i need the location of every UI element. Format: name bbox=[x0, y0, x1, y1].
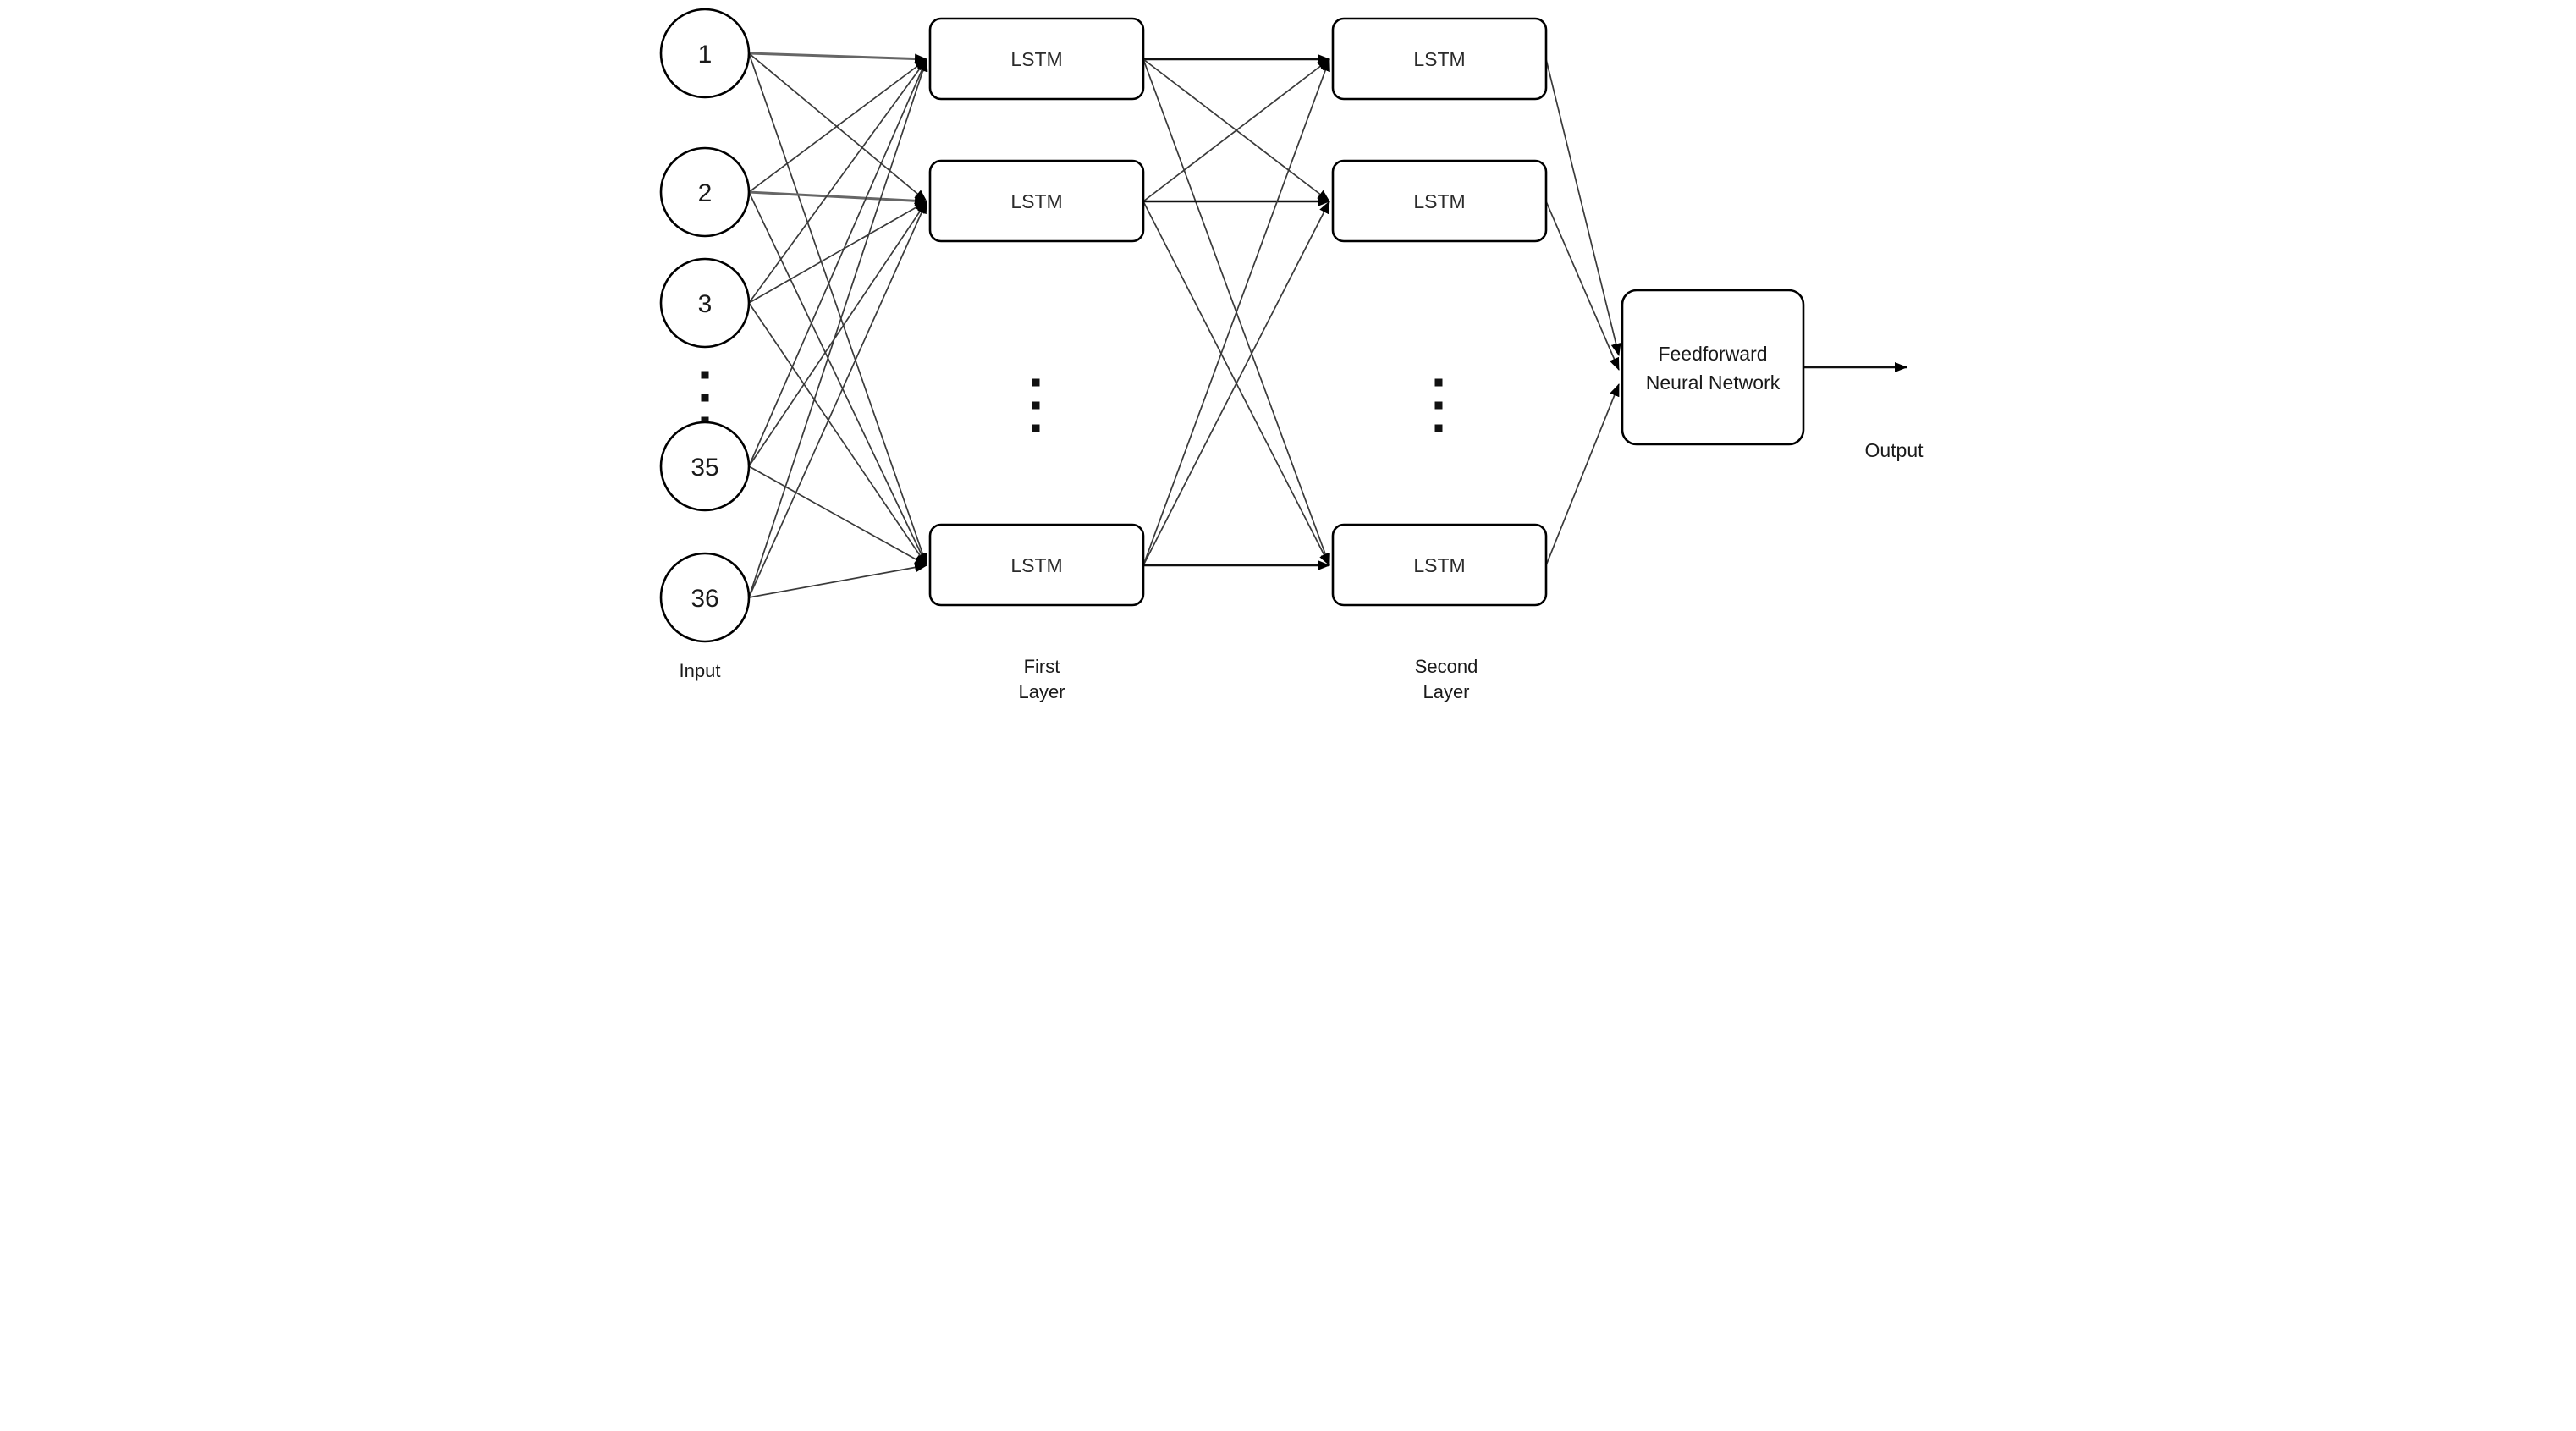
edge-line bbox=[1142, 58, 1330, 202]
input-node-label-35: 35 bbox=[691, 454, 718, 482]
diagram-canvas: 1 2 3 35 36 Input LSTM LSTM LSTM First L… bbox=[644, 0, 1932, 716]
input-node-label-2: 2 bbox=[698, 179, 713, 207]
ellipsis-dot bbox=[701, 371, 709, 379]
lstm-box-layer2-3 bbox=[1331, 523, 1548, 607]
input-column-label: Input bbox=[680, 660, 721, 681]
second-layer-column: LSTM LSTM LSTM Second Layer bbox=[1331, 17, 1548, 702]
edge-line bbox=[748, 58, 927, 193]
edges-input-to-first-layer bbox=[748, 52, 928, 598]
second-layer-ellipsis bbox=[1434, 378, 1443, 432]
input-ellipsis bbox=[701, 371, 709, 425]
edge-line bbox=[748, 52, 927, 202]
lstm-label-layer2-3: LSTM bbox=[1413, 554, 1465, 576]
ellipsis-dot bbox=[1032, 378, 1040, 387]
edge-line bbox=[748, 201, 927, 598]
ellipsis-dot bbox=[1032, 401, 1040, 410]
lstm-label-layer2-2: LSTM bbox=[1413, 190, 1465, 212]
input-node-label-3: 3 bbox=[698, 290, 713, 318]
edge-line bbox=[748, 302, 927, 566]
ellipsis-dot bbox=[1434, 378, 1443, 387]
edge-line bbox=[1545, 201, 1620, 371]
feedforward-label-line2: Neural Network bbox=[1646, 372, 1781, 394]
lstm-label-layer1-3: LSTM bbox=[1010, 554, 1062, 576]
edge-line bbox=[748, 201, 927, 467]
ellipsis-dot bbox=[1434, 424, 1443, 432]
lstm-box-layer1-1 bbox=[928, 17, 1145, 101]
edge-line bbox=[748, 201, 927, 304]
edge-line bbox=[748, 190, 927, 206]
edges-second-layer-to-ffnn bbox=[1545, 58, 1621, 566]
input-node-label-1: 1 bbox=[698, 41, 713, 69]
edge-line bbox=[748, 58, 927, 467]
first-layer-column: LSTM LSTM LSTM First Layer bbox=[928, 17, 1145, 702]
lstm-box-layer2-2 bbox=[1331, 159, 1548, 243]
lstm-label-layer1-1: LSTM bbox=[1010, 48, 1062, 70]
edge-line bbox=[1545, 58, 1621, 356]
edge-line bbox=[748, 52, 928, 566]
ellipsis-dot bbox=[701, 394, 709, 402]
lstm-box-layer1-3 bbox=[928, 523, 1145, 607]
edge-line bbox=[748, 52, 927, 64]
edge-line bbox=[748, 562, 927, 598]
lstm-box-layer2-1 bbox=[1331, 17, 1548, 101]
lstm-box-layer1-2 bbox=[928, 159, 1145, 243]
output-label: Output bbox=[1864, 439, 1924, 461]
feedforward-box bbox=[1621, 289, 1805, 446]
ellipsis-dot bbox=[1032, 424, 1040, 432]
ellipsis-dot bbox=[701, 416, 709, 425]
network-diagram-svg: 1 2 3 35 36 Input LSTM LSTM LSTM First L… bbox=[659, 8, 1924, 702]
first-layer-label-line2: Layer bbox=[1018, 681, 1065, 702]
input-node-circle-2 bbox=[659, 146, 751, 238]
edges-first-to-second-layer bbox=[1142, 54, 1330, 570]
edge-line bbox=[748, 465, 927, 566]
input-column: 1 2 3 35 36 Input bbox=[659, 8, 751, 681]
input-node-circle-36 bbox=[659, 552, 751, 643]
input-node-label-36: 36 bbox=[691, 585, 718, 613]
second-layer-label-line1: Second bbox=[1415, 656, 1478, 677]
feedforward-label-line1: Feedforward bbox=[1658, 343, 1767, 365]
feedforward-node: Feedforward Neural Network bbox=[1621, 289, 1805, 446]
first-layer-label-line1: First bbox=[1024, 656, 1060, 677]
edge-line bbox=[1142, 58, 1330, 566]
edge-line bbox=[748, 58, 928, 598]
edge-line bbox=[748, 58, 927, 304]
input-node-circle-1 bbox=[659, 8, 751, 99]
ellipsis-dot bbox=[1434, 401, 1443, 410]
lstm-label-layer2-1: LSTM bbox=[1413, 48, 1465, 70]
edge-line bbox=[1545, 383, 1620, 566]
edge-line bbox=[1142, 201, 1330, 566]
first-layer-ellipsis bbox=[1032, 378, 1040, 432]
second-layer-label-line2: Layer bbox=[1423, 681, 1469, 702]
input-node-circle-35 bbox=[659, 421, 751, 512]
lstm-label-layer1-2: LSTM bbox=[1010, 190, 1062, 212]
input-node-circle-3 bbox=[659, 257, 751, 349]
edge-line bbox=[748, 191, 927, 566]
